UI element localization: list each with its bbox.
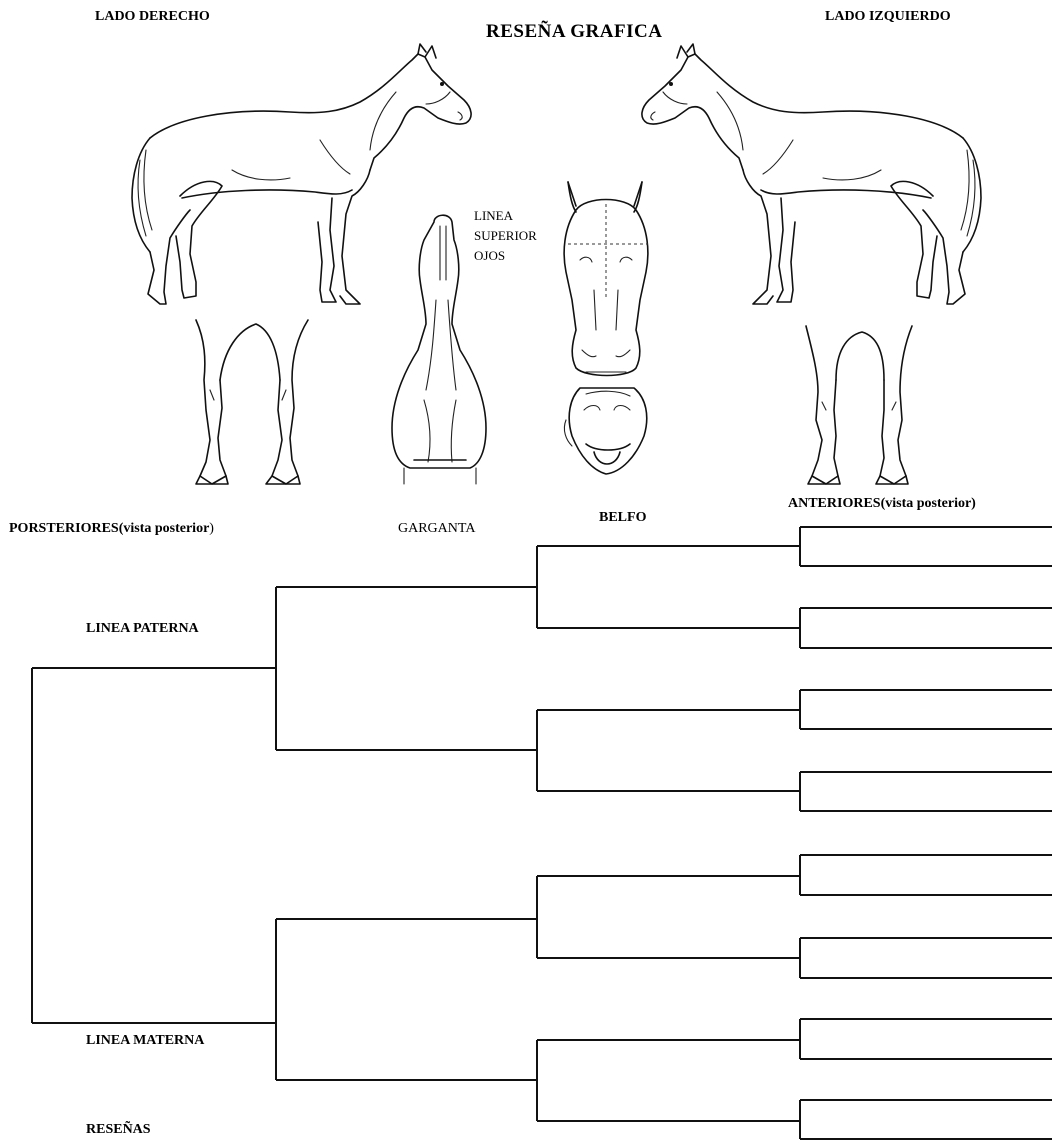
- throat-view: [392, 215, 486, 484]
- horse-side-view-left: [642, 44, 981, 304]
- head-front-view: [564, 182, 648, 376]
- pedigree-tree: [32, 527, 1052, 1139]
- hind-legs-rear-view: [196, 320, 308, 484]
- muzzle-view: [564, 388, 646, 474]
- front-legs-rear-view: [806, 326, 912, 484]
- horse-side-view-right: [132, 44, 471, 304]
